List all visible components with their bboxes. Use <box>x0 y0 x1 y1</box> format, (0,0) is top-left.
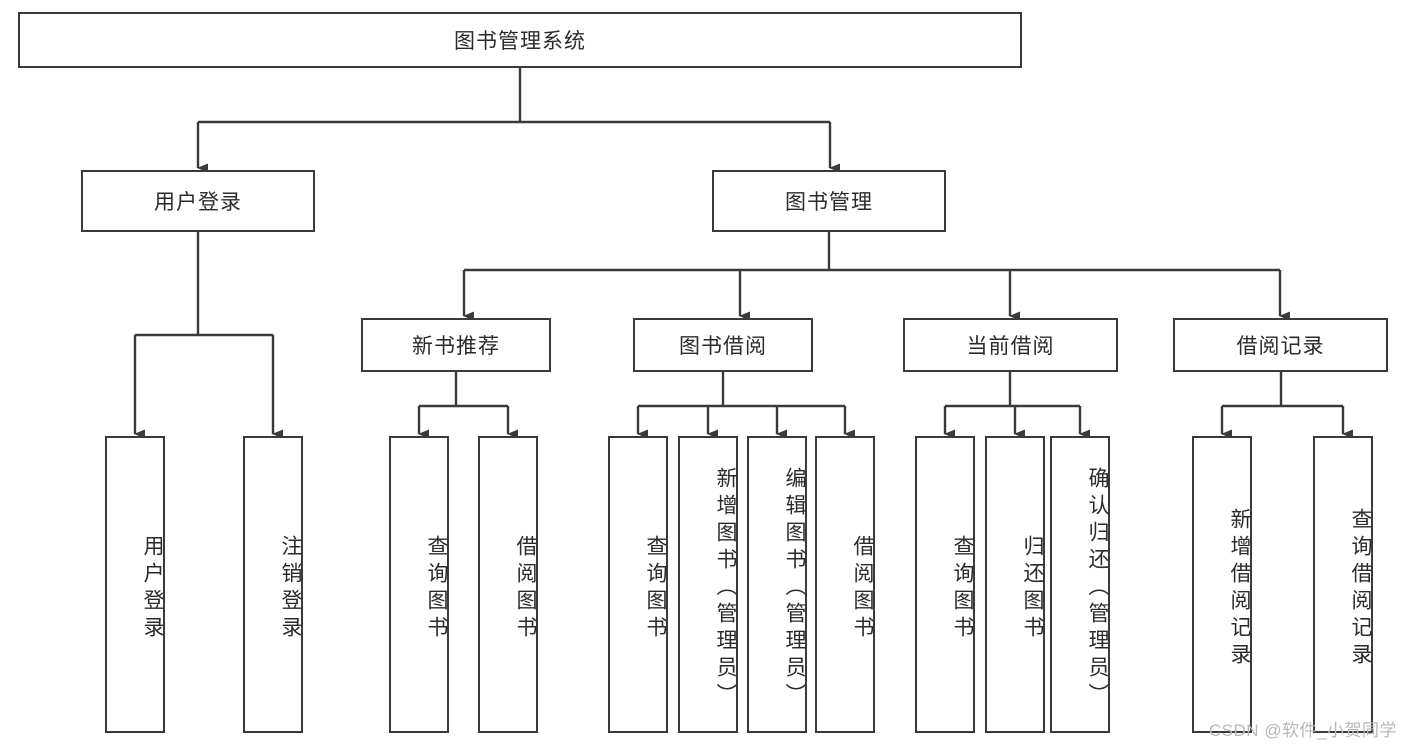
node-leaf-borrow-book-1[interactable]: 借阅图书 <box>478 436 538 733</box>
node-borrow-record[interactable]: 借阅记录 <box>1173 318 1388 372</box>
node-leaf-query-book-3[interactable]: 查询图书 <box>915 436 975 733</box>
node-leaf-query-book-1[interactable]: 查询图书 <box>389 436 449 733</box>
node-leaf-user-login[interactable]: 用户登录 <box>105 436 165 733</box>
node-root[interactable]: 图书管理系统 <box>18 12 1022 68</box>
node-leaf-query-book-2[interactable]: 查询图书 <box>608 436 668 733</box>
node-leaf-add-borrow-record[interactable]: 新增借阅记录 <box>1192 436 1252 733</box>
node-leaf-logout[interactable]: 注销登录 <box>243 436 303 733</box>
node-leaf-add-book[interactable]: 新增图书（管理员） <box>678 436 738 733</box>
node-book-manage[interactable]: 图书管理 <box>712 170 946 232</box>
node-new-book-recommend[interactable]: 新书推荐 <box>361 318 551 372</box>
node-user-login[interactable]: 用户登录 <box>81 170 315 232</box>
node-leaf-edit-book[interactable]: 编辑图书（管理员） <box>747 436 807 733</box>
node-leaf-return-book[interactable]: 归还图书 <box>985 436 1045 733</box>
node-book-borrow[interactable]: 图书借阅 <box>633 318 813 372</box>
node-leaf-borrow-book-2[interactable]: 借阅图书 <box>815 436 875 733</box>
node-current-borrow[interactable]: 当前借阅 <box>903 318 1118 372</box>
watermark: CSDN @软件_小贺同学 <box>1208 721 1397 740</box>
node-leaf-query-borrow-record[interactable]: 查询借阅记录 <box>1313 436 1373 733</box>
node-leaf-confirm-return[interactable]: 确认归还（管理员） <box>1050 436 1110 733</box>
